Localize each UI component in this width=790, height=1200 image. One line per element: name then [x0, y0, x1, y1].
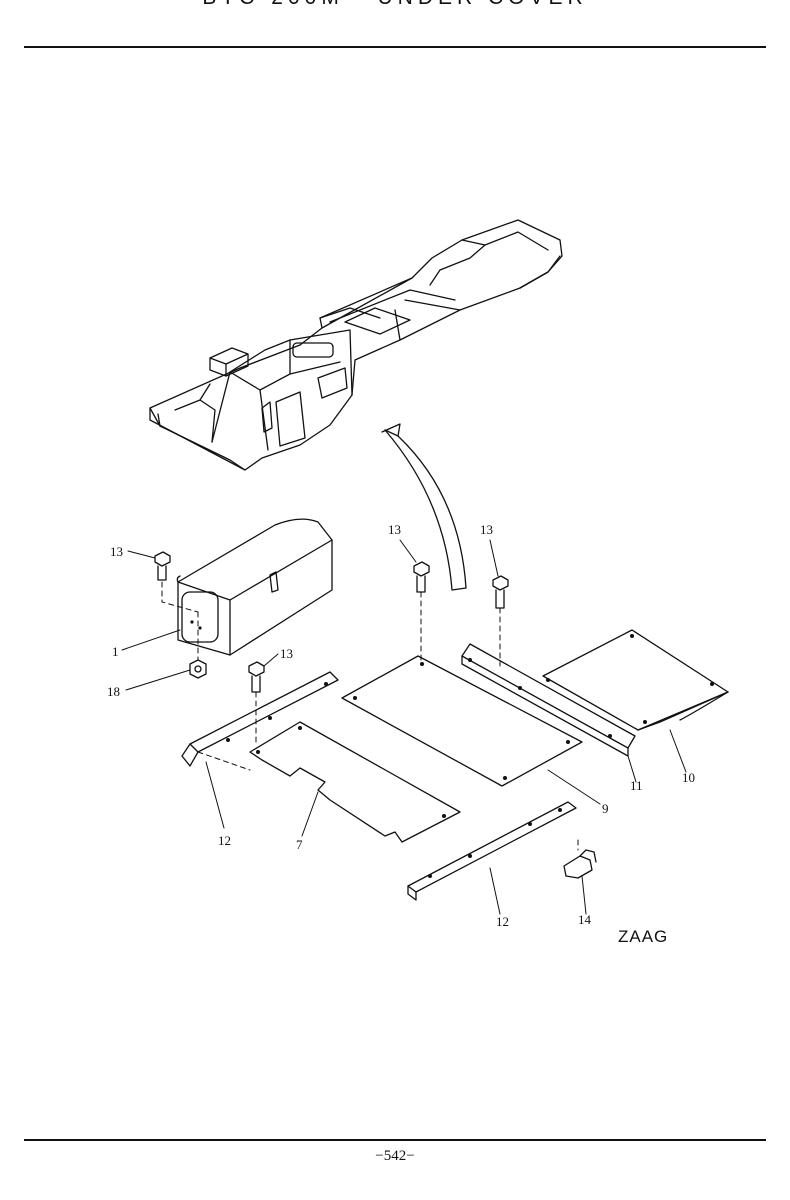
- callout-11: 11: [630, 778, 643, 793]
- part-12-angle-bracket-bottom: [407, 801, 577, 901]
- part-10-cover-plate: [542, 629, 729, 731]
- footer-rule: [24, 1139, 766, 1141]
- callout-7: 7: [296, 837, 303, 852]
- leader-lines: [121, 539, 687, 915]
- callout-14: 14: [578, 912, 592, 927]
- callout-13: 13: [280, 646, 293, 661]
- callout-13: 13: [388, 522, 401, 537]
- callout-10: 10: [682, 770, 695, 785]
- part-1-box: [176, 518, 333, 656]
- bolt-13-left: [248, 661, 265, 693]
- part-7-cover-plate: [249, 721, 461, 843]
- alignment-lines: [161, 581, 579, 851]
- part-12-angle-bracket-left: [181, 671, 339, 767]
- nut-18: [189, 659, 207, 679]
- header-rule: [24, 46, 766, 48]
- part-11-angle-bracket: [461, 643, 636, 757]
- bolt-holes: [190, 620, 714, 878]
- page-number: −542−: [375, 1148, 415, 1164]
- bolt-13-center: [413, 561, 430, 593]
- page-title: BTC-200M · UNDER COVER: [0, 0, 790, 10]
- drawing-code: ZAAG: [618, 927, 668, 946]
- callout-12: 12: [496, 914, 509, 929]
- machine-body-illustration: [149, 219, 563, 471]
- callout-18: 18: [107, 684, 120, 699]
- callout-1: 1: [112, 644, 119, 659]
- callout-13: 13: [480, 522, 493, 537]
- part-9-cover-plate: [341, 655, 583, 787]
- callout-12: 12: [218, 833, 231, 848]
- bolt-13-right: [492, 575, 509, 609]
- callout-9: 9: [602, 801, 609, 816]
- assembly-arrow: [381, 423, 467, 591]
- bolt-13-box: [154, 551, 171, 581]
- callout-13: 13: [110, 544, 123, 559]
- bolt-14: [563, 849, 597, 879]
- page-header: BTC-200M · UNDER COVER: [0, 0, 790, 60]
